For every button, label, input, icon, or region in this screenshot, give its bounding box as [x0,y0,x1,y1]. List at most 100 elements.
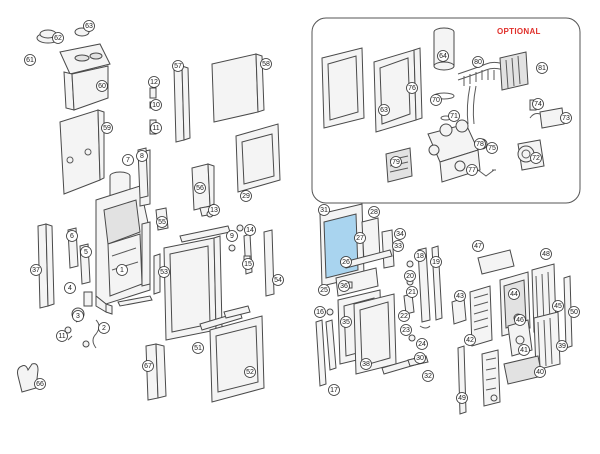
callout-number: 59 [103,125,111,132]
callout-1: 1 [116,264,128,276]
callout-number: 27 [356,235,364,242]
callout-bubble [368,206,380,218]
callout-number: 21 [408,289,416,296]
flue-hood-assembly [36,27,111,195]
callout-bubble [318,204,330,216]
firebox-body [83,171,151,313]
callout-49: 49 [456,392,468,404]
callout-28: 28 [368,206,380,218]
callout-bubble [83,20,95,32]
callout-63b: 63 [378,104,390,116]
callout-bubble [122,154,134,166]
callout-bubble [474,138,486,150]
callout-bubble [194,182,206,194]
callout-bubble [328,384,340,396]
callout-number: 47 [474,243,482,250]
callout-number: 15 [244,261,252,268]
callout-74: 74 [532,98,544,110]
callout-57: 57 [172,60,184,72]
callout-bubble [390,156,402,168]
callout-number: 9 [230,233,234,240]
callout-number: 53 [160,269,168,276]
callout-bubble [472,240,484,252]
callout-number: 33 [394,243,402,250]
callout-31: 31 [318,204,330,216]
callout-bubble [72,310,84,322]
callout-bubble [242,258,254,270]
callout-number: 40 [536,369,544,376]
callout-number: 44 [510,291,518,298]
callout-36: 36 [338,280,350,292]
callout-bubble [414,352,426,364]
callout-bubble [430,256,442,268]
callout-bubble [454,290,466,302]
callout-27: 27 [354,232,366,244]
callout-bubble [226,230,238,242]
callout-number: 42 [466,337,474,344]
callout-bubble [244,224,256,236]
callout-73: 73 [560,112,572,124]
callout-number: 11 [152,125,159,132]
callout-bubble [518,344,530,356]
callout-number: 62 [54,35,62,42]
callout-61: 61 [24,54,36,66]
front-door-frame [163,210,275,341]
callout-8: 8 [136,150,148,162]
callout-bubble [150,99,162,111]
callout-70: 70 [430,94,442,106]
callout-number: 71 [450,113,458,120]
callout-bubble [98,322,110,334]
callout-11b: 11 [56,330,68,342]
callout-48: 48 [540,248,552,260]
callout-number: 76 [408,85,416,92]
callout-bubble [536,62,548,74]
callout-29: 29 [240,190,252,202]
callout-number: 31 [320,207,328,214]
callout-47: 47 [472,240,484,252]
callout-bubble [66,230,78,242]
callout-bubble [406,286,418,298]
callout-77: 77 [466,164,478,176]
callout-number: 73 [562,115,570,122]
callout-67: 67 [142,360,154,372]
callout-9: 9 [226,230,238,242]
callout-number: 8 [140,153,144,160]
callout-number: 20 [406,273,414,280]
callout-bubble [448,110,460,122]
callout-46: 46 [514,314,526,326]
callout-number: 19 [432,259,440,266]
callout-bubble [354,232,366,244]
callout-bubble [340,316,352,328]
callout-number: 35 [342,319,350,326]
callout-number: 61 [26,57,34,64]
callout-7: 7 [122,154,134,166]
callout-bubble [96,80,108,92]
callout-bubble [64,282,76,294]
callout-number: 2 [102,325,106,332]
callout-bubble [318,284,330,296]
callout-number: 78 [476,141,484,148]
callout-bubble [24,54,36,66]
callout-44: 44 [508,288,520,300]
callout-bubble [142,360,154,372]
optional-parts [321,27,565,183]
callout-bubble [260,58,272,70]
callout-bubble [394,228,406,240]
callout-number: 16 [316,309,324,316]
callout-number: 49 [458,395,466,402]
callout-number: 57 [174,63,182,70]
callout-bubble [400,324,412,336]
callout-bubble [464,334,476,346]
callout-bubble [392,240,404,252]
callout-bubble [556,340,568,352]
callout-80: 80 [472,56,484,68]
callout-bubble [532,98,544,110]
callout-26: 26 [340,256,352,268]
callout-bubble [136,150,148,162]
callout-10: 10 [150,99,162,111]
callout-19: 19 [430,256,442,268]
callout-number: 5 [84,249,88,256]
callout-number: 34 [396,231,404,238]
callout-bubble [514,314,526,326]
